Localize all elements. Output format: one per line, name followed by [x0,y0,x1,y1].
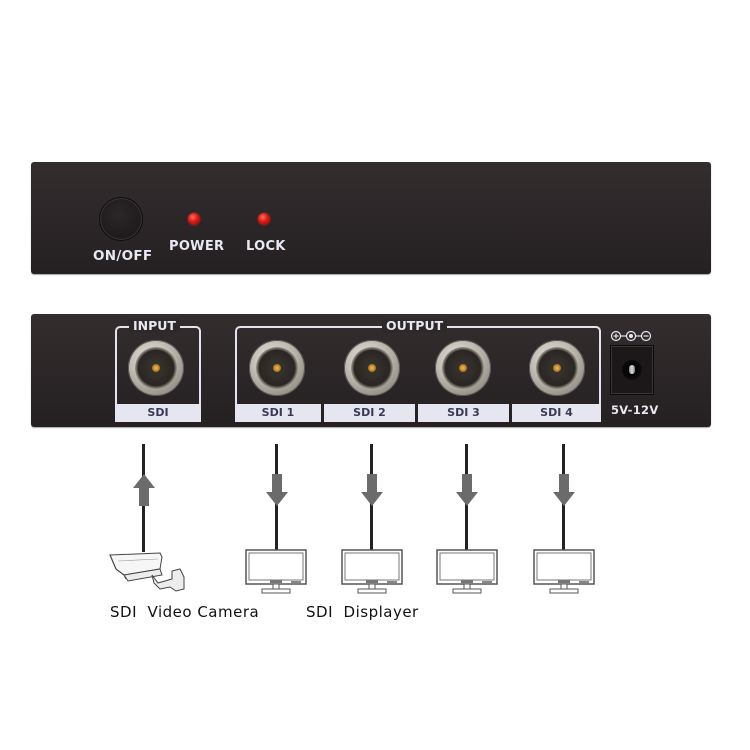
front-panel: ON/OFF POWER LOCK [31,162,711,274]
rear-panel: INPUT SDI OUTPUT SDI 1 SDI 2 SDI 3 SDI 4 [31,314,711,427]
bnc-pin-icon [368,364,376,372]
dc-jack-pin-icon [629,365,635,374]
on-off-button[interactable] [99,197,143,241]
sdi-output-4-label: SDI 4 [512,404,601,422]
sdi-output-3-label: SDI 3 [418,404,509,422]
voltage-label: 5V-12V [611,403,659,417]
sdi-input-bnc-port[interactable] [128,340,184,396]
monitor-icon [533,549,595,594]
output-group: OUTPUT SDI 1 SDI 2 SDI 3 SDI 4 [235,319,601,422]
sdi-output-1-bnc-port[interactable] [249,340,305,396]
output-group-title: OUTPUT [382,319,448,333]
sdi-output-1-label: SDI 1 [235,404,321,422]
arrow-down-icon [456,474,478,506]
sdi-input-label: SDI [115,404,201,422]
input-group-title: INPUT [129,319,180,333]
bnc-pin-icon [459,364,467,372]
sdi-output-3-bnc-port[interactable] [435,340,491,396]
displayer-caption: SDI Displayer [306,603,419,621]
arrow-up-icon [133,474,155,506]
bnc-pin-icon [152,364,160,372]
dc-polarity-icon [610,330,652,342]
video-camera-icon [109,552,185,592]
lock-led-indicator [258,213,270,225]
lock-led-label: LOCK [246,239,286,254]
power-led-label: POWER [169,239,225,254]
bnc-pin-icon [553,364,561,372]
monitor-icon [436,549,498,594]
power-led-indicator [188,213,200,225]
arrow-down-icon [361,474,383,506]
on-off-label: ON/OFF [93,248,153,264]
input-group: INPUT SDI [115,319,201,422]
camera-caption: SDI Video Camera [110,603,260,621]
bnc-pin-icon [273,364,281,372]
monitor-icon [245,549,307,594]
sdi-output-2-label: SDI 2 [324,404,415,422]
arrow-down-icon [266,474,288,506]
sdi-output-2-bnc-port[interactable] [344,340,400,396]
sdi-output-4-bnc-port[interactable] [529,340,585,396]
monitor-icon [341,549,403,594]
dc-power-jack[interactable] [610,345,654,395]
arrow-down-icon [553,474,575,506]
